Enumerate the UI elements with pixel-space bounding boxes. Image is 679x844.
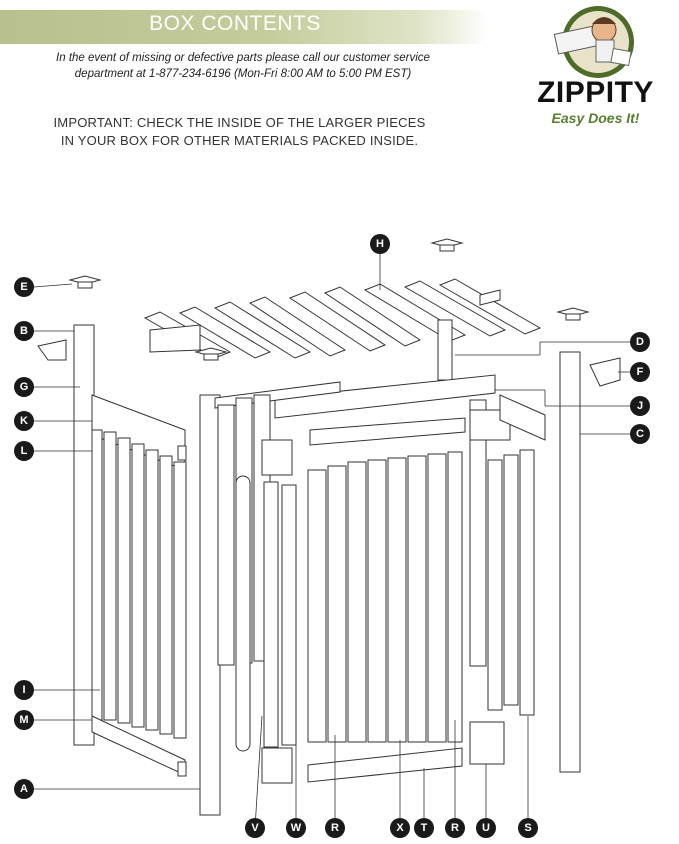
label-d: D <box>630 332 650 352</box>
bracket-u <box>469 721 505 765</box>
important-line-2: IN YOUR BOX FOR OTHER MATERIALS PACKED I… <box>60 133 419 148</box>
gate-post-v <box>263 481 279 748</box>
label-w: W <box>286 818 306 838</box>
right-panel <box>469 394 546 765</box>
zippity-logo: ZIPPITY Easy Does It! <box>512 0 679 135</box>
post-right <box>559 351 581 773</box>
important-line-1: IMPORTANT: CHECK THE INSIDE OF THE LARGE… <box>53 115 426 130</box>
label-k: K <box>14 411 34 431</box>
top-rail-d <box>274 374 496 419</box>
info-line-2: department at 1-877-234-6196 (Mon-Fri 8:… <box>74 68 412 80</box>
label-i: I <box>14 680 34 700</box>
pergola-slats <box>143 278 542 359</box>
label-r-left: R <box>325 818 345 838</box>
label-l: L <box>14 441 34 461</box>
label-s: S <box>518 818 538 838</box>
label-a: A <box>14 779 34 799</box>
door-panel <box>307 451 463 743</box>
post-caps <box>68 238 590 361</box>
logo-wordmark: ZIPPITY <box>537 76 654 109</box>
customer-service-note: In the event of missing or defective par… <box>8 50 478 82</box>
bracket-f <box>589 357 621 387</box>
header-banner <box>0 10 490 44</box>
page-title: BOX CONTENTS <box>149 12 321 35</box>
leader-lines <box>33 252 630 829</box>
bottom-rail-t <box>307 747 463 783</box>
back-panel <box>217 394 487 752</box>
bracket-b <box>37 339 67 361</box>
post-left-back <box>73 324 95 746</box>
gate-post-w <box>281 484 297 746</box>
top-rail-j <box>309 417 466 446</box>
label-m: M <box>14 710 34 730</box>
label-t: T <box>414 818 434 838</box>
label-j: J <box>630 396 650 416</box>
label-x: X <box>390 818 410 838</box>
info-line-1: In the event of missing or defective par… <box>56 52 430 64</box>
label-v: V <box>245 818 265 838</box>
label-c: C <box>630 424 650 444</box>
label-r-right: R <box>445 818 465 838</box>
gate-hinge-bottom <box>261 747 293 784</box>
important-notice: IMPORTANT: CHECK THE INSIDE OF THE LARGE… <box>12 114 467 150</box>
label-u: U <box>476 818 496 838</box>
label-b: B <box>14 321 34 341</box>
left-panel <box>91 394 187 777</box>
post-left-front <box>199 394 221 816</box>
logo-tagline: Easy Does It! <box>551 110 640 126</box>
label-e: E <box>14 277 34 297</box>
label-f: F <box>630 362 650 382</box>
label-g: G <box>14 377 34 397</box>
gate-hinge-top <box>261 439 293 476</box>
mascot-icon <box>553 6 634 78</box>
label-h: H <box>370 234 390 254</box>
